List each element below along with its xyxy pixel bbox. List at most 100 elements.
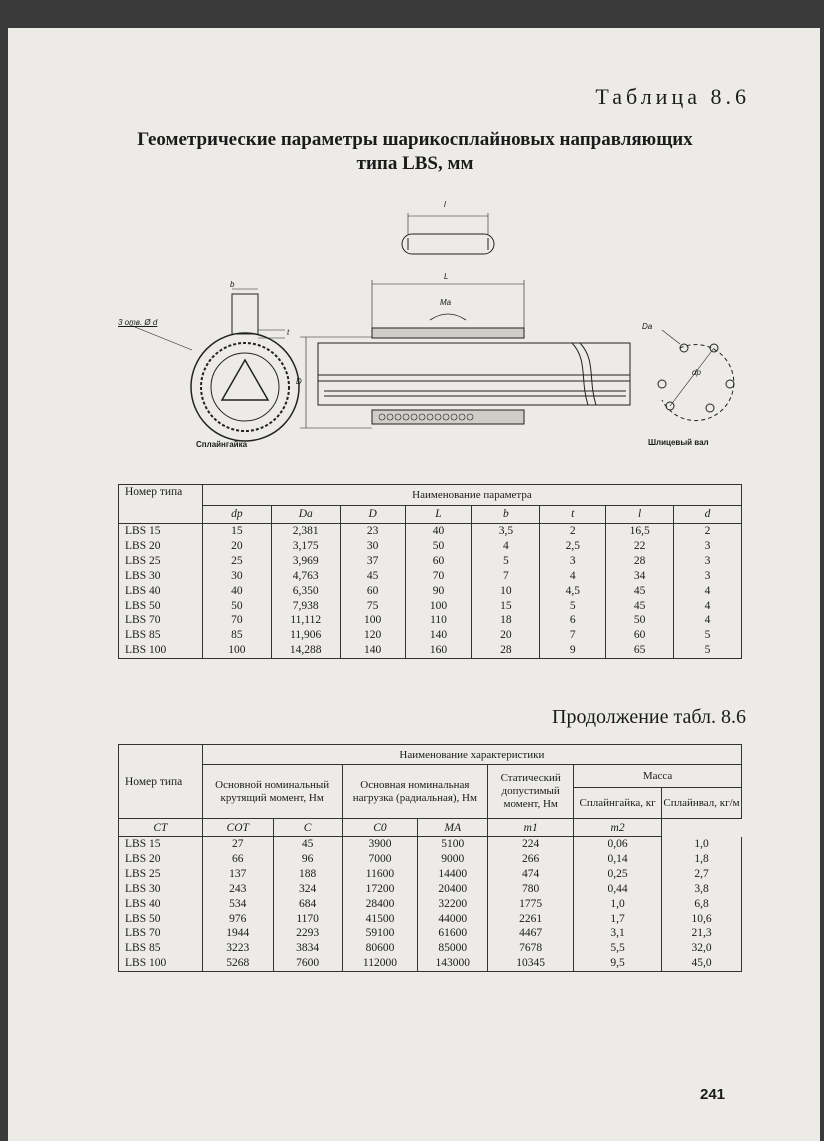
- value-cell: 112000: [341, 956, 419, 973]
- value-cell: 3,5: [471, 523, 541, 539]
- value-cell: 140: [339, 643, 406, 660]
- value-cell: 28400: [341, 896, 419, 912]
- value-cell: 10: [471, 583, 541, 599]
- value-cell: 474: [487, 866, 575, 882]
- continuation-label: Продолжение табл. 8.6: [552, 706, 746, 728]
- value-cell: 5: [471, 553, 541, 569]
- symbol-cell: m2: [573, 818, 663, 837]
- value-cell: 2261: [487, 911, 575, 927]
- value-cell: 1170: [272, 911, 343, 927]
- value-cell: 224: [487, 836, 575, 852]
- value-cell: 0,44: [573, 881, 663, 897]
- value-cell: 40: [404, 523, 473, 539]
- col-type-header-2: Номер типа: [118, 744, 203, 819]
- value-cell: 110: [404, 613, 473, 629]
- value-cell: 7: [539, 628, 607, 644]
- title-line-2: типа LBS, мм: [356, 153, 474, 174]
- value-cell: 22: [605, 538, 675, 554]
- static-moment-header: Статический допустимый момент, Нм: [487, 764, 575, 819]
- value-cell: 32200: [417, 896, 489, 912]
- value-cell: 27: [201, 836, 274, 852]
- value-cell: 5: [539, 598, 607, 614]
- value-cell: 44000: [417, 911, 489, 927]
- value-cell: 7000: [341, 851, 419, 867]
- value-cell: 100: [201, 643, 272, 660]
- value-cell: 6,8: [661, 896, 742, 912]
- value-cell: 3223: [201, 941, 274, 957]
- label-key-depth: t: [287, 328, 290, 337]
- type-cell: LBS 20: [118, 851, 203, 867]
- mass-header: Масса: [573, 764, 742, 788]
- mass-shaft-header: Сплайнвал, кг/м: [661, 787, 742, 819]
- symbol-cell: D: [339, 504, 406, 525]
- value-cell: 4: [673, 598, 742, 614]
- characteristics-table: Номер типа Наименование характеристики О…: [118, 744, 743, 973]
- value-cell: 85: [201, 628, 272, 644]
- value-cell: 90: [404, 583, 473, 599]
- value-cell: 0,25: [573, 866, 663, 882]
- symbol-cell: CT: [118, 818, 203, 837]
- value-cell: 2: [539, 523, 607, 539]
- symbol-cell: dp: [201, 504, 272, 525]
- symbol-cell: L: [404, 504, 473, 525]
- value-cell: 96: [272, 851, 343, 867]
- page-title: Геометрические параметры шарикосплайновы…: [100, 128, 730, 176]
- type-cell: LBS 85: [118, 628, 203, 644]
- value-cell: 7600: [272, 956, 343, 973]
- label-key-length: l: [444, 200, 446, 209]
- type-cell: LBS 15: [118, 523, 203, 539]
- type-cell: LBS 85: [118, 941, 203, 957]
- value-cell: 59100: [341, 926, 419, 942]
- value-cell: 11600: [341, 866, 419, 882]
- type-cell: LBS 40: [118, 896, 203, 912]
- value-cell: 10345: [487, 956, 575, 973]
- value-cell: 4: [471, 538, 541, 554]
- type-cell: LBS 100: [118, 643, 203, 660]
- value-cell: 70: [404, 568, 473, 584]
- title-line-1: Геометрические параметры шарикосплайновы…: [137, 129, 693, 150]
- mass-nut-header: Сплайнгайка, кг: [573, 787, 663, 819]
- value-cell: 780: [487, 881, 575, 897]
- symbol-cell: l: [605, 504, 675, 525]
- type-cell: LBS 15: [118, 836, 203, 852]
- value-cell: 3,8: [661, 881, 742, 897]
- symbol-cell: COT: [201, 818, 274, 837]
- value-cell: 143000: [417, 956, 489, 973]
- value-cell: 9,5: [573, 956, 663, 973]
- label-moment: Ma: [440, 298, 452, 307]
- value-cell: 30: [339, 538, 406, 554]
- value-cell: 50: [605, 613, 675, 629]
- value-cell: 75: [339, 598, 406, 614]
- value-cell: 2: [673, 523, 742, 539]
- type-cell: LBS 20: [118, 538, 203, 554]
- value-cell: 60: [339, 583, 406, 599]
- label-nut-length: L: [444, 272, 449, 281]
- value-cell: 20: [201, 538, 272, 554]
- value-cell: 1,0: [573, 896, 663, 912]
- value-cell: 4: [539, 568, 607, 584]
- value-cell: 9000: [417, 851, 489, 867]
- value-cell: 21,3: [661, 926, 742, 942]
- value-cell: 66: [201, 851, 274, 867]
- symbol-cell: d: [673, 504, 742, 525]
- value-cell: 3: [673, 538, 742, 554]
- label-key-width: b: [230, 280, 235, 289]
- value-cell: 9: [539, 643, 607, 660]
- value-cell: 5,5: [573, 941, 663, 957]
- parameter-group-header: Наименование параметра: [201, 484, 743, 506]
- value-cell: 11,906: [270, 628, 341, 644]
- label-pitch-diameter: dp: [692, 368, 701, 377]
- value-cell: 100: [404, 598, 473, 614]
- value-cell: 20400: [417, 881, 489, 897]
- symbol-cell: C: [272, 818, 343, 837]
- value-cell: 5: [673, 628, 742, 644]
